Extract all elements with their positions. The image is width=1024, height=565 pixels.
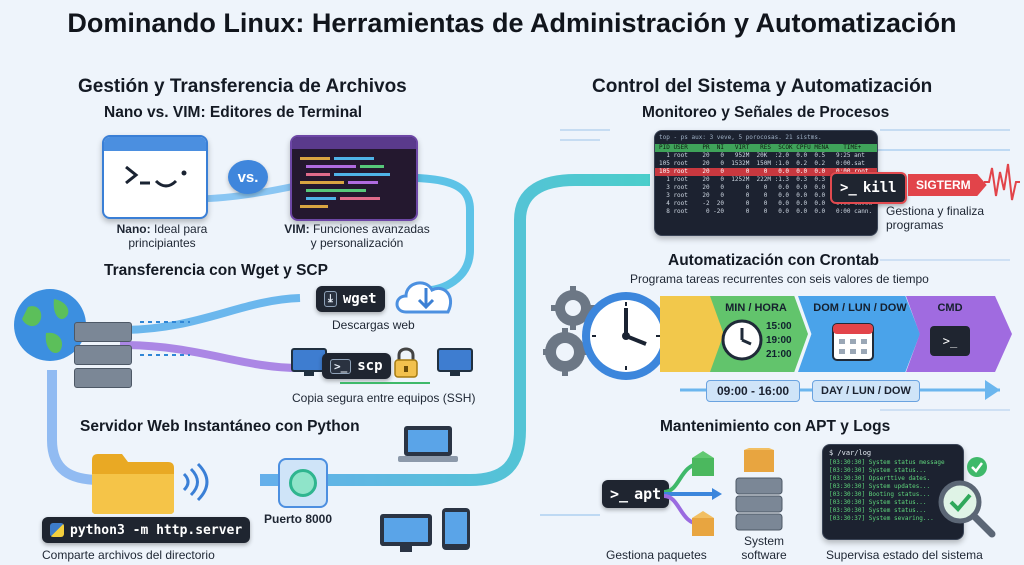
system-server-icon bbox=[735, 448, 783, 531]
cron-time: 19:00 bbox=[766, 335, 792, 346]
cmd-terminal-icon: >_ bbox=[930, 326, 970, 356]
log-line: [03:30:30] System status... bbox=[829, 507, 927, 514]
log-line: [03:30:30] System updates... bbox=[829, 483, 931, 490]
sigterm-label: SIGTERM bbox=[916, 178, 971, 192]
nano-face-icon bbox=[125, 165, 187, 188]
cron-days-label: DAY / LUN / DOW bbox=[821, 385, 911, 397]
cron-time: 15:00 bbox=[766, 321, 792, 332]
tablet-icon bbox=[442, 508, 470, 550]
log-line: [03:30:37] System sevaring... bbox=[829, 515, 934, 522]
server-caption: Comparte archivos del directorio bbox=[42, 548, 215, 562]
process-row: 8 root 0 -20 0 0 0.0 0.0 0.0 0:00 cann. bbox=[659, 208, 873, 215]
apt-prompt: >_ bbox=[610, 485, 629, 503]
left-section-title: Gestión y Transferencia de Archivos bbox=[78, 76, 407, 97]
clock-icon bbox=[582, 292, 670, 380]
vim-window bbox=[290, 135, 418, 221]
port-label: Puerto 8000 bbox=[264, 512, 333, 526]
editors-title: Nano vs. VIM: Editores de Terminal bbox=[104, 104, 363, 121]
vim-desc: Funciones avanzadas y personalización bbox=[310, 222, 430, 250]
sigterm-badge: SIGTERM bbox=[908, 174, 987, 196]
gears-icon bbox=[543, 286, 595, 376]
kill-label: kill bbox=[862, 180, 897, 196]
scp-arrow bbox=[340, 382, 430, 384]
vim-code-icon bbox=[300, 157, 390, 208]
log-line: [03:30:30] Opserttive dates. bbox=[829, 475, 931, 482]
server-title: Servidor Web Instantáneo con Python bbox=[80, 418, 360, 435]
dom-lun-dow-label: DOM / LUN / DOW bbox=[813, 302, 907, 314]
python-logo-icon bbox=[50, 523, 64, 537]
server-icon bbox=[74, 322, 132, 388]
processes-caption: Gestiona y finaliza programas bbox=[886, 204, 985, 232]
nano-caption: Nano: Ideal para principiantes bbox=[102, 222, 222, 250]
check-circle-icon bbox=[967, 457, 987, 477]
vs-badge: vs. bbox=[228, 160, 268, 194]
vs-label: vs. bbox=[237, 168, 259, 186]
min-hora-label: MIN / HORA bbox=[725, 302, 787, 314]
right-section-title: Control del Sistema y Automatización bbox=[592, 76, 933, 97]
wget-caption: Descargas web bbox=[332, 318, 415, 332]
cron-times: 15:00 19:00 21:00 bbox=[766, 320, 792, 362]
terminal-prompt-icon: >_ bbox=[330, 358, 352, 374]
apt-title: Mantenimiento con APT y Logs bbox=[660, 418, 891, 435]
log-line: [03:30:30] System status... bbox=[829, 467, 927, 474]
scp-label: scp bbox=[357, 358, 383, 374]
process-row: 105 root 20 0 1532M 150M :1.0 0.2 0.2 0:… bbox=[659, 160, 865, 167]
log-terminal: $ /var/log [03:30:30] System status mess… bbox=[822, 444, 964, 540]
cloud-download-icon bbox=[395, 281, 453, 314]
port-sun-icon bbox=[289, 469, 317, 497]
port-badge bbox=[278, 458, 328, 508]
scp-command: >_ scp bbox=[322, 353, 391, 379]
process-row: 1 root 20 0 952M 20K :2.0 0.0 0.5 9:25 a… bbox=[659, 152, 865, 159]
transfer-title: Transferencia con Wget y SCP bbox=[104, 262, 328, 279]
apt-caption: Gestiona paquetes bbox=[606, 548, 707, 562]
cmd-label: CMD bbox=[937, 302, 963, 314]
globe-icon bbox=[14, 289, 86, 361]
vim-name: VIM: bbox=[284, 222, 310, 236]
processes-title: Monitoreo y Señales de Procesos bbox=[642, 104, 890, 121]
kill-prompt: >_ bbox=[840, 180, 857, 196]
vim-caption: VIM: Funciones avanzadas y personalizaci… bbox=[282, 222, 432, 250]
python-server-command: python3 -m http.server bbox=[42, 517, 251, 543]
cron-days-badge: DAY / LUN / DOW bbox=[812, 380, 920, 402]
crontab-title: Automatización con Crontab bbox=[668, 252, 879, 269]
kill-command: >_ kill bbox=[830, 172, 907, 204]
calendar-icon bbox=[832, 323, 874, 361]
process-row-selected: 105 root 20 0 0 0 0.0 0.0 0.0 0:00 root bbox=[655, 168, 877, 176]
log-line: [03:30:30] System status message bbox=[829, 459, 945, 466]
signal-wave-icon bbox=[984, 163, 1020, 201]
python-command-label: python3 -m http.server bbox=[70, 522, 243, 538]
cron-range-badge: 09:00 - 16:00 bbox=[706, 380, 801, 402]
page-title: Dominando Linux: Herramientas de Adminis… bbox=[67, 8, 957, 38]
package-icon bbox=[692, 511, 714, 536]
monitor-icon-right bbox=[437, 348, 473, 376]
nano-desc: Ideal para principiantes bbox=[128, 222, 208, 250]
magnifier-check-icon bbox=[938, 480, 996, 538]
wget-command: ⤓ wget bbox=[316, 286, 385, 312]
nano-name: Nano: bbox=[116, 222, 151, 236]
desktop-icon bbox=[380, 514, 432, 552]
process-header-line: top - ps aux: 3 veve, 5 porocosas. 21 si… bbox=[659, 134, 822, 141]
package-add-icon bbox=[692, 451, 714, 476]
log-line: [03:30:30] Booting status... bbox=[829, 491, 931, 498]
cron-time: 21:00 bbox=[766, 349, 792, 360]
wget-label: wget bbox=[342, 291, 377, 307]
lock-icon bbox=[394, 347, 418, 378]
system-caption: System software bbox=[741, 534, 787, 562]
cron-range-label: 09:00 - 16:00 bbox=[717, 384, 790, 398]
download-icon: ⤓ bbox=[324, 291, 337, 307]
crontab-subtitle: Programa tareas recurrentes con seis val… bbox=[630, 272, 929, 286]
nano-window bbox=[102, 135, 208, 219]
small-clock-icon bbox=[721, 319, 763, 361]
folder-icon bbox=[92, 454, 174, 514]
laptop-icon bbox=[398, 426, 458, 462]
process-columns: PID USER PR NI VIRT RES SCOK CPFU MENA T… bbox=[655, 144, 877, 152]
log-path: $ /var/log bbox=[829, 449, 872, 457]
scp-caption: Copia segura entre equipos (SSH) bbox=[292, 391, 476, 405]
apt-label: apt bbox=[634, 485, 662, 503]
apt-command: >_ apt bbox=[602, 480, 670, 508]
log-line: [03:30:30] System status... bbox=[829, 499, 927, 506]
wifi-signal-icon bbox=[182, 462, 209, 502]
log-caption: Supervisa estado del sistema bbox=[826, 548, 983, 562]
